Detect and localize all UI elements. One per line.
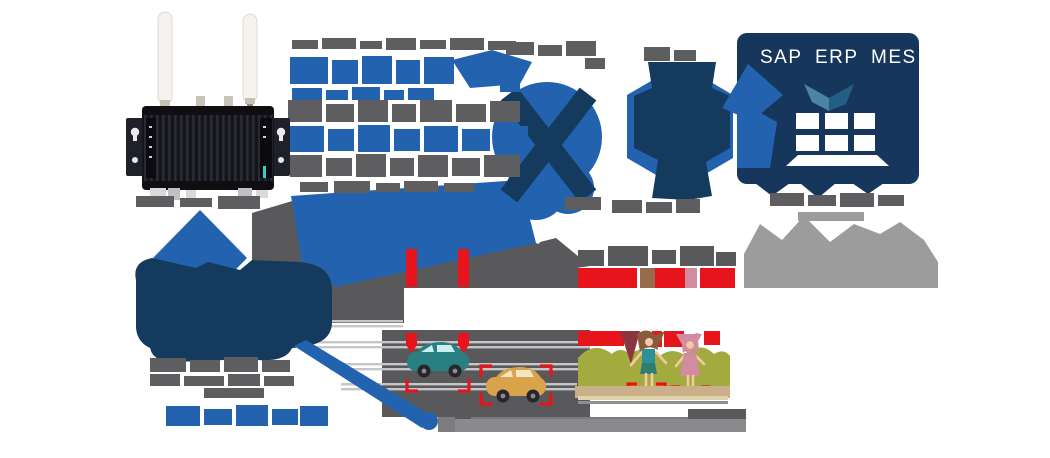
- text-line-4: [288, 100, 520, 122]
- text-line-3: [292, 87, 434, 100]
- arrow-machine-to-card: [722, 64, 783, 121]
- mount-bracket: [126, 118, 290, 176]
- pedestrian-woman-teal: [629, 330, 668, 391]
- detection-beams: [406, 249, 469, 353]
- text-line-7: [300, 181, 474, 193]
- description-text-fragments: [288, 38, 532, 193]
- cloud-icon: [744, 216, 938, 288]
- crosswalk-red-band: [578, 268, 735, 288]
- text-line-2-headline: [290, 50, 532, 92]
- text-line-6: [290, 154, 520, 177]
- car-teal: [405, 342, 471, 393]
- industrial-machine-icon: [627, 62, 733, 200]
- enterprise-systems-card: SAP ERP MES: [737, 33, 919, 221]
- connection-node-dot: [420, 412, 438, 430]
- camera-caption-fragments: [150, 357, 294, 398]
- car-orange: [479, 364, 553, 406]
- device-caption-fragments: [136, 196, 260, 209]
- detection-bracket: [479, 364, 553, 406]
- camera-connection-line: [294, 340, 438, 430]
- sidewalk: [575, 386, 730, 404]
- status-led: [263, 166, 266, 178]
- enterprise-building-icon: [786, 113, 889, 166]
- chassis-heatsink: [142, 106, 274, 190]
- text-line-5-headline: [288, 125, 528, 152]
- text-line-1: [292, 38, 516, 50]
- label-mes: MES: [871, 47, 917, 68]
- scene-top-fragments: [578, 246, 736, 266]
- label-sap: SAP: [760, 47, 803, 68]
- card-caption-fragments: [770, 193, 904, 221]
- shield-icon: [804, 84, 854, 111]
- detection-bracket: [405, 379, 418, 393]
- bottom-caption-fragments: [455, 409, 746, 432]
- pedestrian-scene: [575, 246, 736, 404]
- label-erp: ERP: [815, 47, 859, 68]
- detection-bracket: [458, 379, 471, 393]
- camera-blue-caption-fragments: [166, 405, 328, 426]
- machine-icon-caption-fragments: [565, 47, 700, 213]
- rugged-edge-computer-photo: [126, 11, 290, 200]
